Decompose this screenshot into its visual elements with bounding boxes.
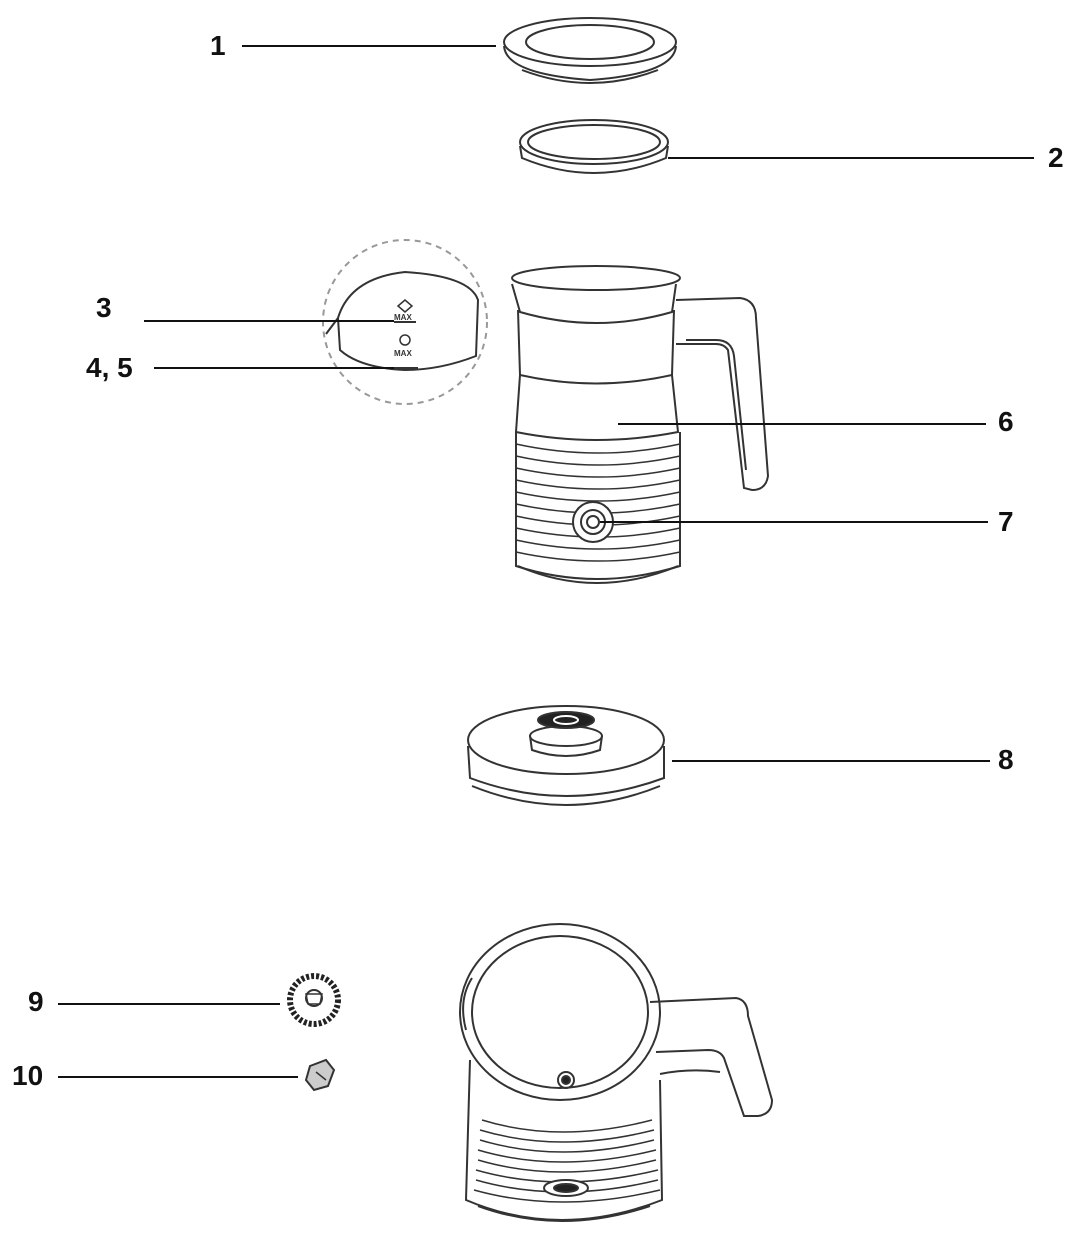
- callout-label-6: 6: [998, 406, 1014, 437]
- max-lower-text: MAX: [394, 349, 412, 358]
- leader-line-8: [672, 760, 990, 762]
- whisk-holder-part: [304, 1058, 336, 1092]
- frother-body-part: [511, 265, 770, 584]
- whisk-spring-part: [287, 973, 341, 1027]
- max-upper-text: MAX: [394, 313, 412, 322]
- callout-label-1: 1: [210, 30, 226, 61]
- leader-line-3: [144, 320, 394, 322]
- leader-line-2: [668, 157, 1034, 159]
- callout-label-9: 9: [28, 986, 44, 1017]
- max-markings-detail: MAX MAX: [322, 239, 488, 405]
- open-jug-part: [459, 923, 774, 1222]
- callout-label-4-5: 4, 5: [86, 352, 133, 383]
- lid-part: [503, 17, 677, 84]
- callout-label-8: 8: [998, 744, 1014, 775]
- leader-line-10: [58, 1076, 298, 1078]
- seal-ring-part: [519, 119, 669, 174]
- callout-label-7: 7: [998, 506, 1014, 537]
- leader-line-9: [58, 1003, 280, 1005]
- callout-label-2: 2: [1048, 142, 1064, 173]
- base-part: [467, 705, 665, 806]
- leader-line-1: [242, 45, 496, 47]
- callout-label-10: 10: [12, 1060, 44, 1091]
- callout-label-3: 3: [96, 292, 112, 323]
- leader-line-7: [600, 521, 988, 523]
- leader-line-6: [618, 423, 986, 425]
- leader-line-4-5: [154, 367, 394, 369]
